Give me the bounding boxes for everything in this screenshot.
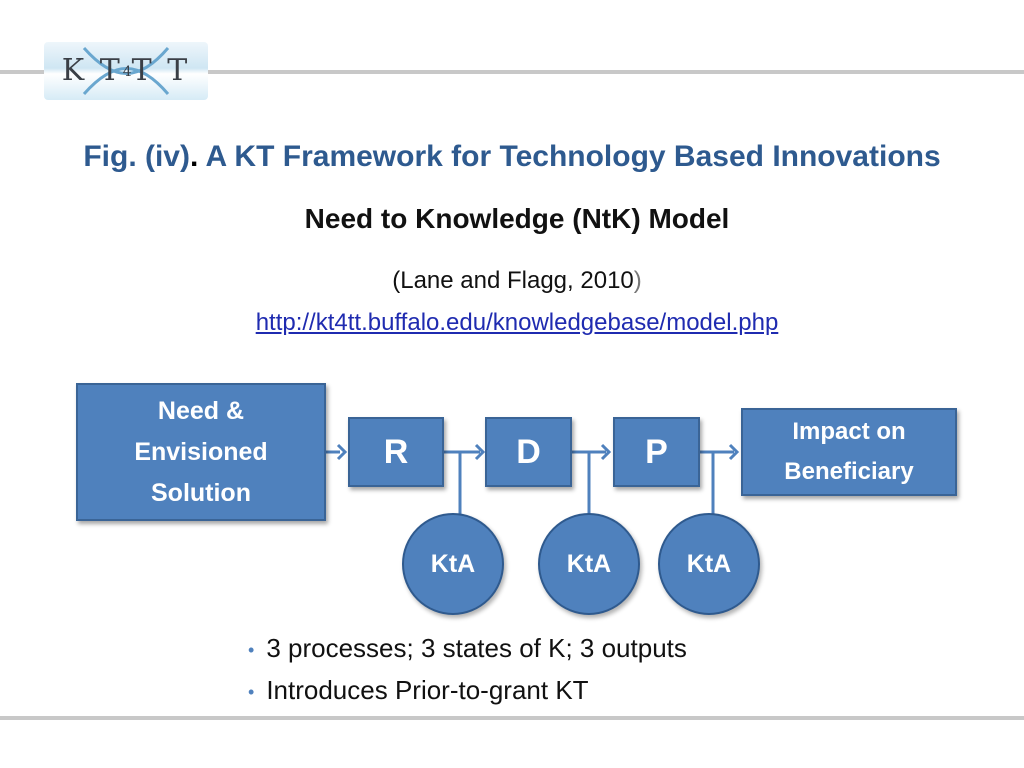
need-line-3: Solution (151, 478, 251, 507)
page-title: Fig. (iv). A KT Framework for Technology… (0, 140, 1024, 174)
logo-text-right: T T (131, 53, 191, 88)
top-divider (0, 70, 1024, 74)
logo-text: K T4T T (44, 42, 208, 100)
bottom-divider (0, 716, 1024, 720)
bullet-text: 3 processes; 3 states of K; 3 outputs (266, 633, 687, 663)
need-envisioned-solution-box: Need & Envisioned Solution (76, 383, 326, 521)
title-prefix: Fig. (iv) (83, 140, 190, 173)
citation-text: (Lane and Flagg, 2010 (392, 267, 634, 294)
arrowhead-d-p (600, 443, 612, 461)
kta-circle-3: KtA (658, 513, 760, 615)
need-line-2: Envisioned (134, 437, 268, 466)
kt4tt-logo: K T4T T (44, 42, 208, 100)
citation-close: ) (633, 267, 642, 294)
logo-helix-icon (82, 47, 170, 95)
arrowhead-p-impact (728, 443, 740, 461)
bullet-icon: • (248, 640, 255, 661)
impact-beneficiary-box: Impact on Beneficiary (741, 408, 957, 496)
impact-line-1: Impact on (792, 418, 906, 445)
model-link[interactable]: http://kt4tt.buffalo.edu/knowledgebase/m… (255, 309, 779, 336)
kta-circle-2: KtA (538, 513, 640, 615)
citation: (Lane and Flagg, 2010) (0, 267, 1024, 295)
kta-circle-1: KtA (402, 513, 504, 615)
need-line-1: Need & (157, 396, 245, 425)
stage-d-box: D (485, 417, 572, 487)
arrowhead-need-r (336, 443, 348, 461)
bullet-text: Introduces Prior-to-grant KT (266, 675, 589, 705)
bullet-list: • 3 processes; 3 states of K; 3 outputs •… (248, 627, 687, 711)
stage-p-box: P (613, 417, 700, 487)
title-dot: . (189, 140, 199, 173)
bullet-item: • Introduces Prior-to-grant KT (248, 669, 687, 711)
logo-text-mid: 4 (122, 64, 132, 80)
arrowhead-r-d (474, 443, 486, 461)
bullet-icon: • (248, 682, 255, 703)
title-main: A KT Framework for Technology Based Inno… (198, 140, 941, 173)
page-subtitle: Need to Knowledge (NtK) Model (304, 203, 730, 234)
impact-line-2: Beneficiary (784, 458, 914, 485)
bullet-item: • 3 processes; 3 states of K; 3 outputs (248, 627, 687, 669)
stage-r-box: R (348, 417, 444, 487)
logo-text-left: K T (61, 53, 123, 88)
